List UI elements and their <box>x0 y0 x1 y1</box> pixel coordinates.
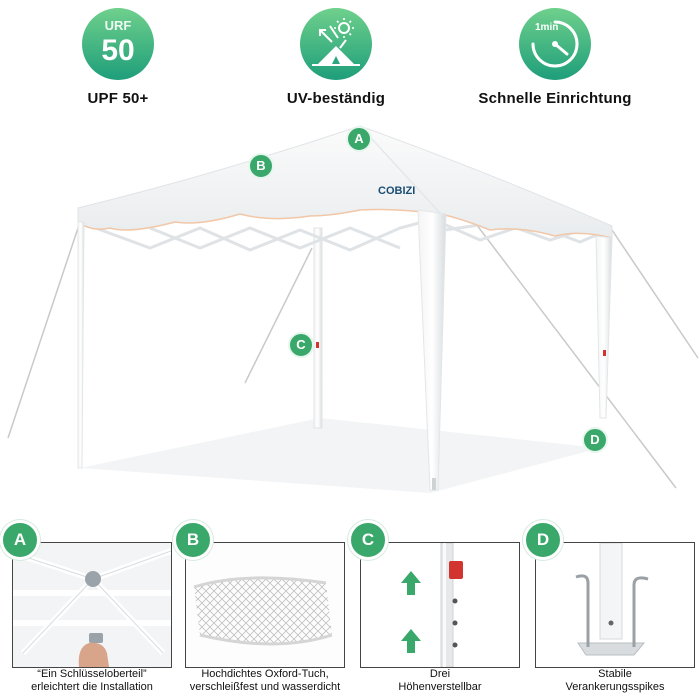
stopwatch-icon: 1min <box>519 8 591 80</box>
feature-upf-label: UPF 50+ <box>87 90 149 107</box>
uv-tent-icon <box>300 8 372 80</box>
upf-badge-small-text: URF <box>104 18 132 33</box>
panel-c-caption-line2: Höhenverstellbar <box>398 681 482 693</box>
panel-c-badge: C <box>348 520 388 560</box>
panel-a-image <box>12 542 172 668</box>
feature-upf: URF 50 UPF 50+ <box>18 8 218 107</box>
marker-c: C <box>288 332 314 358</box>
panel-c-caption-line1: Drei <box>429 668 451 680</box>
panel-c-caption: Drei Höhenverstellbar <box>350 668 530 694</box>
panel-b-caption: Hochdichtes Oxford-Tuch, verschleißfest … <box>175 668 355 694</box>
feature-setup-label: Schnelle Einrichtung <box>478 90 632 107</box>
panel-b-badge: B <box>173 520 213 560</box>
tent-illustration: COBIZI A B C D <box>0 118 700 513</box>
detail-panel-c: C Drei Höhenverstellbar <box>348 518 520 700</box>
feature-uv: UV-beständig <box>236 8 436 107</box>
marker-d: D <box>582 427 608 453</box>
panel-c-image <box>360 542 520 668</box>
upf-badge-number: 50 <box>101 34 135 67</box>
panel-d-caption-line2: Verankerungsspikes <box>565 681 665 693</box>
feature-uv-label: UV-beständig <box>286 90 386 107</box>
panel-a-caption: “Ein Schlüsseloberteil” erleichtert die … <box>2 668 182 694</box>
panel-d-caption: Stabile Verankerungsspikes <box>525 668 700 694</box>
upf-badge-icon: URF 50 <box>82 8 154 80</box>
detail-panel-d: D Stabile Verankerungsspikes <box>523 518 695 700</box>
panel-d-image <box>535 542 695 668</box>
brand-logo: COBIZI <box>378 185 415 197</box>
panel-b-caption-line1: Hochdichtes Oxford-Tuch, <box>201 668 329 680</box>
panel-b-image <box>185 542 345 668</box>
feature-setup: 1min Schnelle Einrichtung <box>455 8 655 107</box>
panel-d-badge: D <box>523 520 563 560</box>
marker-a: A <box>346 126 372 152</box>
panel-b-caption-line2: verschleißfest und wasserdicht <box>189 681 341 693</box>
panel-a-caption-line1: “Ein Schlüsseloberteil” <box>37 668 147 680</box>
detail-panel-a: A “Ein Schlüsseloberteil” erleichtert di… <box>0 518 172 700</box>
panel-a-caption-line2: erleichtert die Installation <box>31 681 153 693</box>
panel-a-badge: A <box>0 520 40 560</box>
panel-d-caption-line1: Stabile <box>598 668 632 680</box>
stopwatch-label: 1min <box>535 22 559 33</box>
detail-panel-b: B Hochdichtes Oxford-Tuch, verschleißfes… <box>173 518 345 700</box>
marker-b: B <box>248 153 274 179</box>
